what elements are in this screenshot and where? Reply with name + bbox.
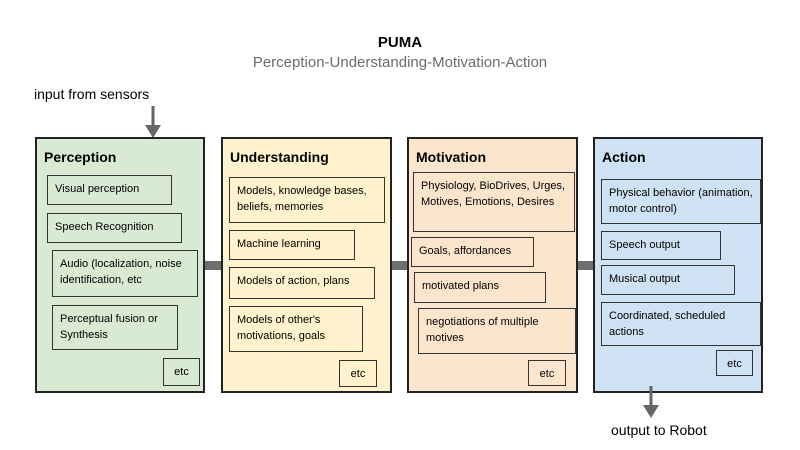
motivation-item-plans: motivated plans: [414, 272, 546, 303]
connector-understanding-motivation: [392, 261, 407, 270]
understanding-column: Understanding Models, knowledge bases, b…: [221, 137, 392, 393]
action-etc: etc: [716, 350, 753, 376]
connector-perception-understanding: [205, 261, 221, 270]
perception-title: Perception: [44, 149, 117, 165]
motivation-etc: etc: [528, 360, 566, 386]
understanding-item-others-motivations: Models of other's motivations, goals: [229, 306, 363, 352]
action-item-physical: Physical behavior (animation, motor cont…: [601, 179, 761, 224]
perception-item-visual: Visual perception: [47, 175, 172, 205]
motivation-title: Motivation: [416, 149, 486, 165]
action-item-coordinated: Coordinated, scheduled actions: [601, 302, 761, 346]
action-column: Action Physical behavior (animation, mot…: [593, 137, 763, 393]
understanding-title: Understanding: [230, 149, 329, 165]
action-title: Action: [602, 149, 646, 165]
connector-motivation-action: [578, 261, 593, 270]
understanding-etc: etc: [339, 360, 377, 387]
action-item-musical: Musical output: [601, 265, 735, 295]
input-arrow-icon: [145, 106, 161, 138]
motivation-item-negotiations: negotiations of multiple motives: [418, 308, 576, 354]
understanding-item-models: Models, knowledge bases, beliefs, memori…: [229, 177, 385, 223]
motivation-column: Motivation Physiology, BioDrives, Urges,…: [407, 137, 578, 393]
output-arrow-icon: [643, 386, 659, 418]
understanding-item-ml: Machine learning: [229, 230, 355, 260]
perception-item-speech: Speech Recognition: [47, 213, 182, 243]
motivation-item-goals: Goals, affordances: [411, 237, 534, 267]
perception-item-audio: Audio (localization, noise identificatio…: [52, 250, 198, 297]
understanding-item-action-models: Models of action, plans: [229, 267, 375, 299]
diagram-title: PUMA: [377, 34, 423, 51]
perception-item-fusion: Perceptual fusion or Synthesis: [52, 305, 178, 350]
output-label: output to Robot: [611, 422, 707, 438]
action-item-speech: Speech output: [601, 231, 721, 260]
motivation-item-physiology: Physiology, BioDrives, Urges, Motives, E…: [413, 172, 575, 232]
perception-etc: etc: [163, 358, 200, 386]
perception-column: Perception Visual perception Speech Reco…: [35, 137, 205, 393]
diagram-subtitle: Perception-Understanding-Motivation-Acti…: [252, 54, 548, 71]
input-label: input from sensors: [34, 86, 150, 102]
